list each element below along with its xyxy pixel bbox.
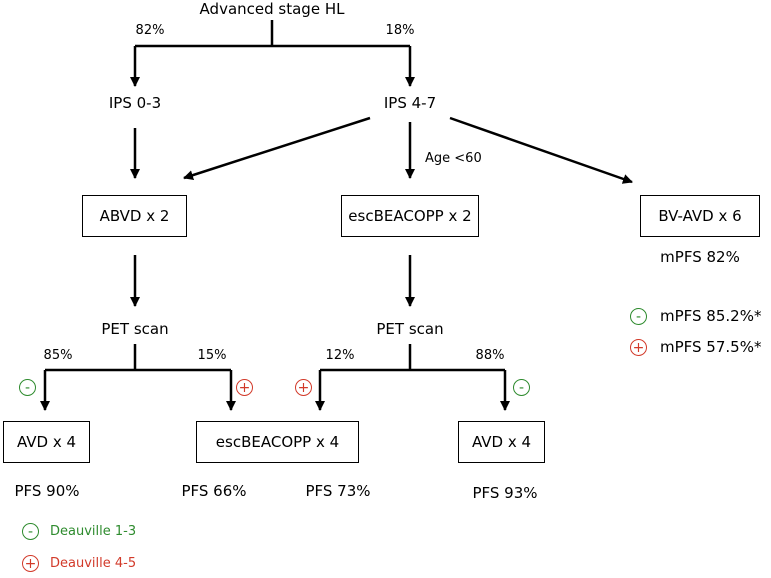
legend-negative-icon: - (22, 523, 39, 540)
escbeacopp-2-box: escBEACOPP x 2 (341, 195, 479, 237)
abvd-box: ABVD x 2 (82, 195, 187, 237)
pet-left-negative-percent: 85% (43, 348, 73, 363)
ips-low-label: IPS 0-3 (108, 94, 162, 112)
negative-icon: - (513, 379, 530, 396)
legend-positive-label: Deauville 4-5 (50, 556, 137, 571)
escbeacopp-4-box: escBEACOPP x 4 (196, 421, 359, 463)
avd-left-box: AVD x 4 (3, 421, 90, 463)
pfs-avd-right: PFS 93% (472, 484, 538, 502)
pet-scan-left-label: PET scan (101, 320, 169, 338)
avd-right-box: AVD x 4 (458, 421, 545, 463)
bv-avd-mpfs: mPFS 82% (660, 248, 740, 266)
bv-avd-negative-mpfs: mPFS 85.2%* (660, 307, 762, 325)
positive-icon: + (236, 379, 253, 396)
age-label: Age <60 (425, 151, 482, 166)
negative-icon: - (630, 308, 647, 325)
split-left-percent: 82% (135, 23, 165, 38)
legend-negative-label: Deauville 1-3 (50, 524, 137, 539)
pet-left-positive-percent: 15% (197, 348, 227, 363)
pfs-escbeacopp-right: PFS 73% (305, 482, 371, 500)
pet-right-positive-percent: 12% (325, 348, 355, 363)
split-right-percent: 18% (385, 23, 415, 38)
ips-high-label: IPS 4-7 (383, 94, 437, 112)
pet-scan-right-label: PET scan (376, 320, 444, 338)
negative-icon: - (19, 379, 36, 396)
legend-positive-icon: + (22, 555, 39, 572)
pfs-escbeacopp-left: PFS 66% (181, 482, 247, 500)
bv-avd-box: BV-AVD x 6 (640, 195, 760, 237)
pfs-avd-left: PFS 90% (14, 482, 80, 500)
pet-right-negative-percent: 88% (475, 348, 505, 363)
root-label: Advanced stage HL (199, 0, 345, 18)
positive-icon: + (295, 379, 312, 396)
bv-avd-positive-mpfs: mPFS 57.5%* (660, 338, 762, 356)
positive-icon: + (630, 339, 647, 356)
